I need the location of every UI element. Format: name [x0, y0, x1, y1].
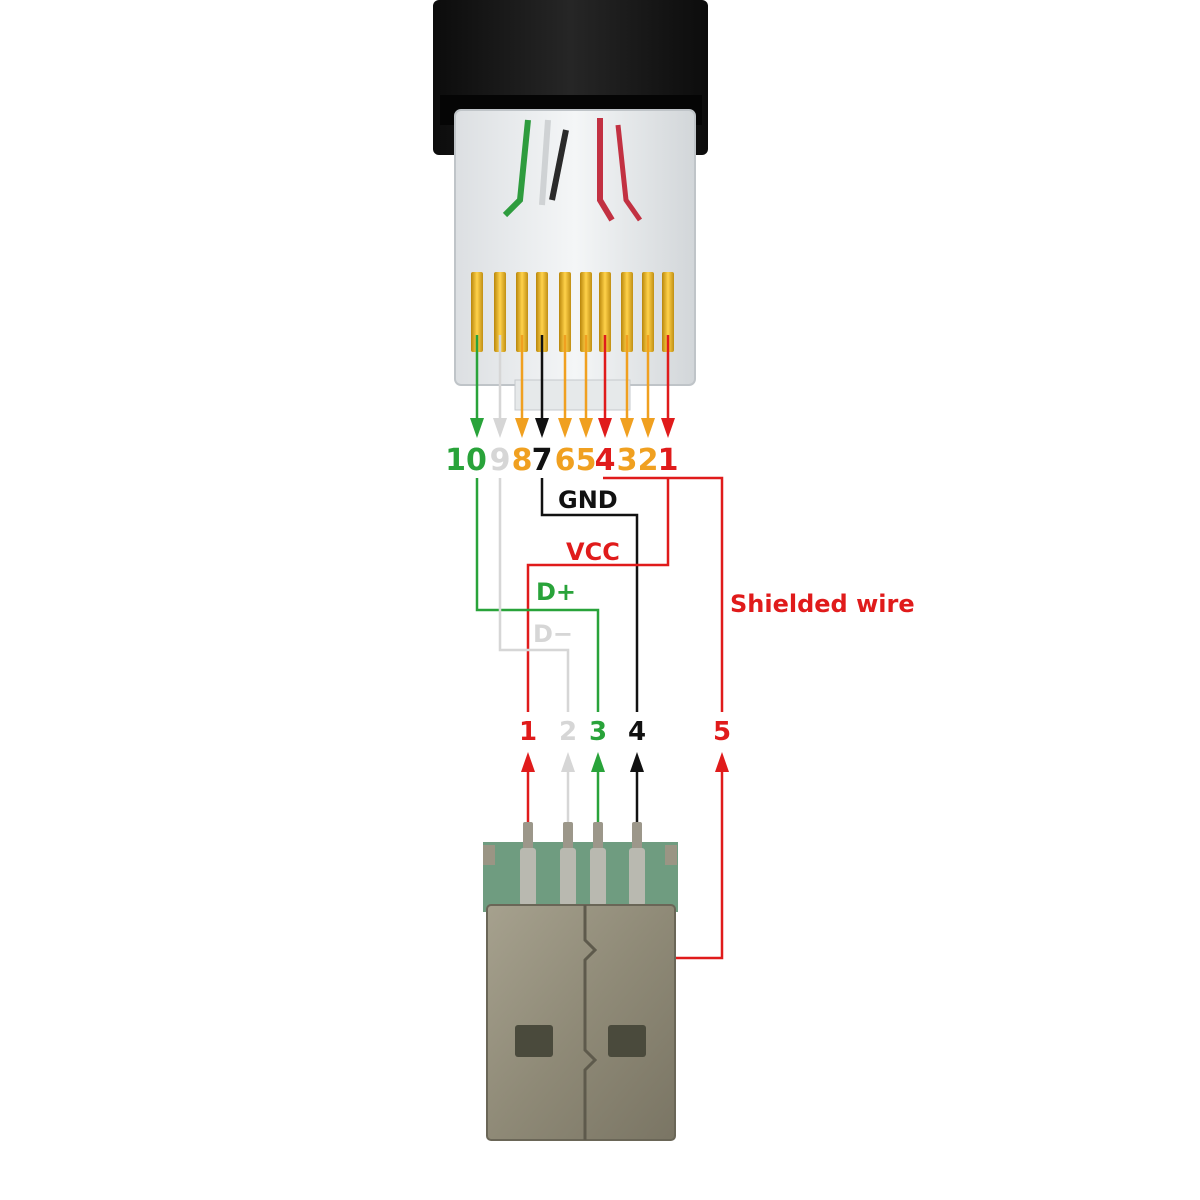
rj-pin-number: 3 — [617, 443, 638, 478]
rj-arrow-head — [515, 418, 529, 438]
rj-arrow-head — [493, 418, 507, 438]
usb-pin-lead — [593, 822, 603, 852]
gold-contact — [536, 272, 548, 352]
gold-contact — [494, 272, 506, 352]
rj-connector — [433, 0, 708, 411]
rj-pin-number: 9 — [490, 443, 511, 478]
gold-contact — [662, 272, 674, 352]
internal-wire-red-a — [597, 118, 615, 222]
usb-pin-lead — [632, 822, 642, 852]
label-vcc: VCC — [566, 538, 620, 566]
trace-dplus — [475, 478, 600, 712]
gold-contact — [559, 272, 571, 352]
rj-arrow-head — [598, 418, 612, 438]
rj-pin-arrows — [470, 335, 675, 438]
usb-pin-lead — [523, 822, 533, 852]
rj-arrow-head — [470, 418, 484, 438]
rj-pin-number: 10 — [445, 443, 487, 478]
trace-gnd — [540, 478, 639, 712]
usb-pin-number: 4 — [628, 717, 646, 747]
plug-latch — [514, 379, 631, 411]
usb-pcb-tab-right — [665, 845, 677, 865]
usb-pin-pad — [629, 848, 645, 906]
usb-shell-hole-left — [515, 1025, 553, 1057]
usb-pcb — [483, 842, 678, 912]
usb-connector — [483, 822, 678, 1141]
rj-pin-number: 1 — [658, 443, 679, 478]
rj-pin-number: 7 — [532, 443, 553, 478]
internal-wire-red-b — [615, 124, 643, 222]
usb-pin-number: 1 — [519, 717, 537, 747]
label-dminus: D− — [533, 620, 573, 648]
label-dplus: D+ — [536, 578, 576, 606]
usb-pin-lead — [563, 822, 573, 852]
label-shielded-wire: Shielded wire — [730, 590, 915, 618]
gold-contact — [599, 272, 611, 352]
rj-pin-number: 4 — [595, 443, 616, 478]
gold-contact — [516, 272, 528, 352]
internal-wire-green — [502, 119, 531, 218]
rj-arrow-head — [620, 418, 634, 438]
usb-pin-number: 5 — [713, 717, 731, 747]
rj-arrow-head — [558, 418, 572, 438]
usb-pin-pad — [520, 848, 536, 906]
usb-shell-seam — [583, 905, 598, 1140]
rj-arrow-head — [661, 418, 675, 438]
usb-shell-hole-right — [608, 1025, 646, 1057]
gold-contact — [580, 272, 592, 352]
trace-shield — [603, 476, 724, 712]
usb-arrow-head — [521, 752, 535, 772]
usb-pin-pad — [560, 848, 576, 906]
usb-pin-number: 2 — [559, 717, 577, 747]
usb-arrow-head — [561, 752, 575, 772]
usb-pin-pad — [590, 848, 606, 906]
gold-contacts — [471, 272, 674, 352]
gold-contact — [642, 272, 654, 352]
usb-arrow-head — [630, 752, 644, 772]
usb-pin-arrows — [521, 752, 729, 825]
rj-pin-number: 5 — [576, 443, 597, 478]
trace-shield-usb — [672, 780, 724, 960]
gold-contact — [621, 272, 633, 352]
rj-pin-number: 6 — [555, 443, 576, 478]
rj-arrow-head — [579, 418, 593, 438]
usb-arrow-head — [591, 752, 605, 772]
usb-metal-pins — [520, 822, 645, 906]
gold-contact — [471, 272, 483, 352]
trace-dminus — [498, 478, 570, 712]
wiring-traces — [475, 476, 724, 960]
usb-pcb-tab-left — [483, 845, 495, 865]
trace-vcc — [526, 478, 670, 712]
internal-wire-black — [549, 129, 569, 201]
usb-arrow-head — [715, 752, 729, 772]
plug-body — [454, 109, 696, 386]
rj-pin-number: 2 — [638, 443, 659, 478]
rj-arrow-head — [535, 418, 549, 438]
rj-pin-number: 8 — [512, 443, 533, 478]
label-gnd: GND — [558, 486, 618, 514]
usb-shell — [486, 904, 676, 1141]
rj-arrow-head — [641, 418, 655, 438]
internal-wire-white — [539, 119, 551, 206]
usb-pin-number: 3 — [589, 717, 607, 747]
